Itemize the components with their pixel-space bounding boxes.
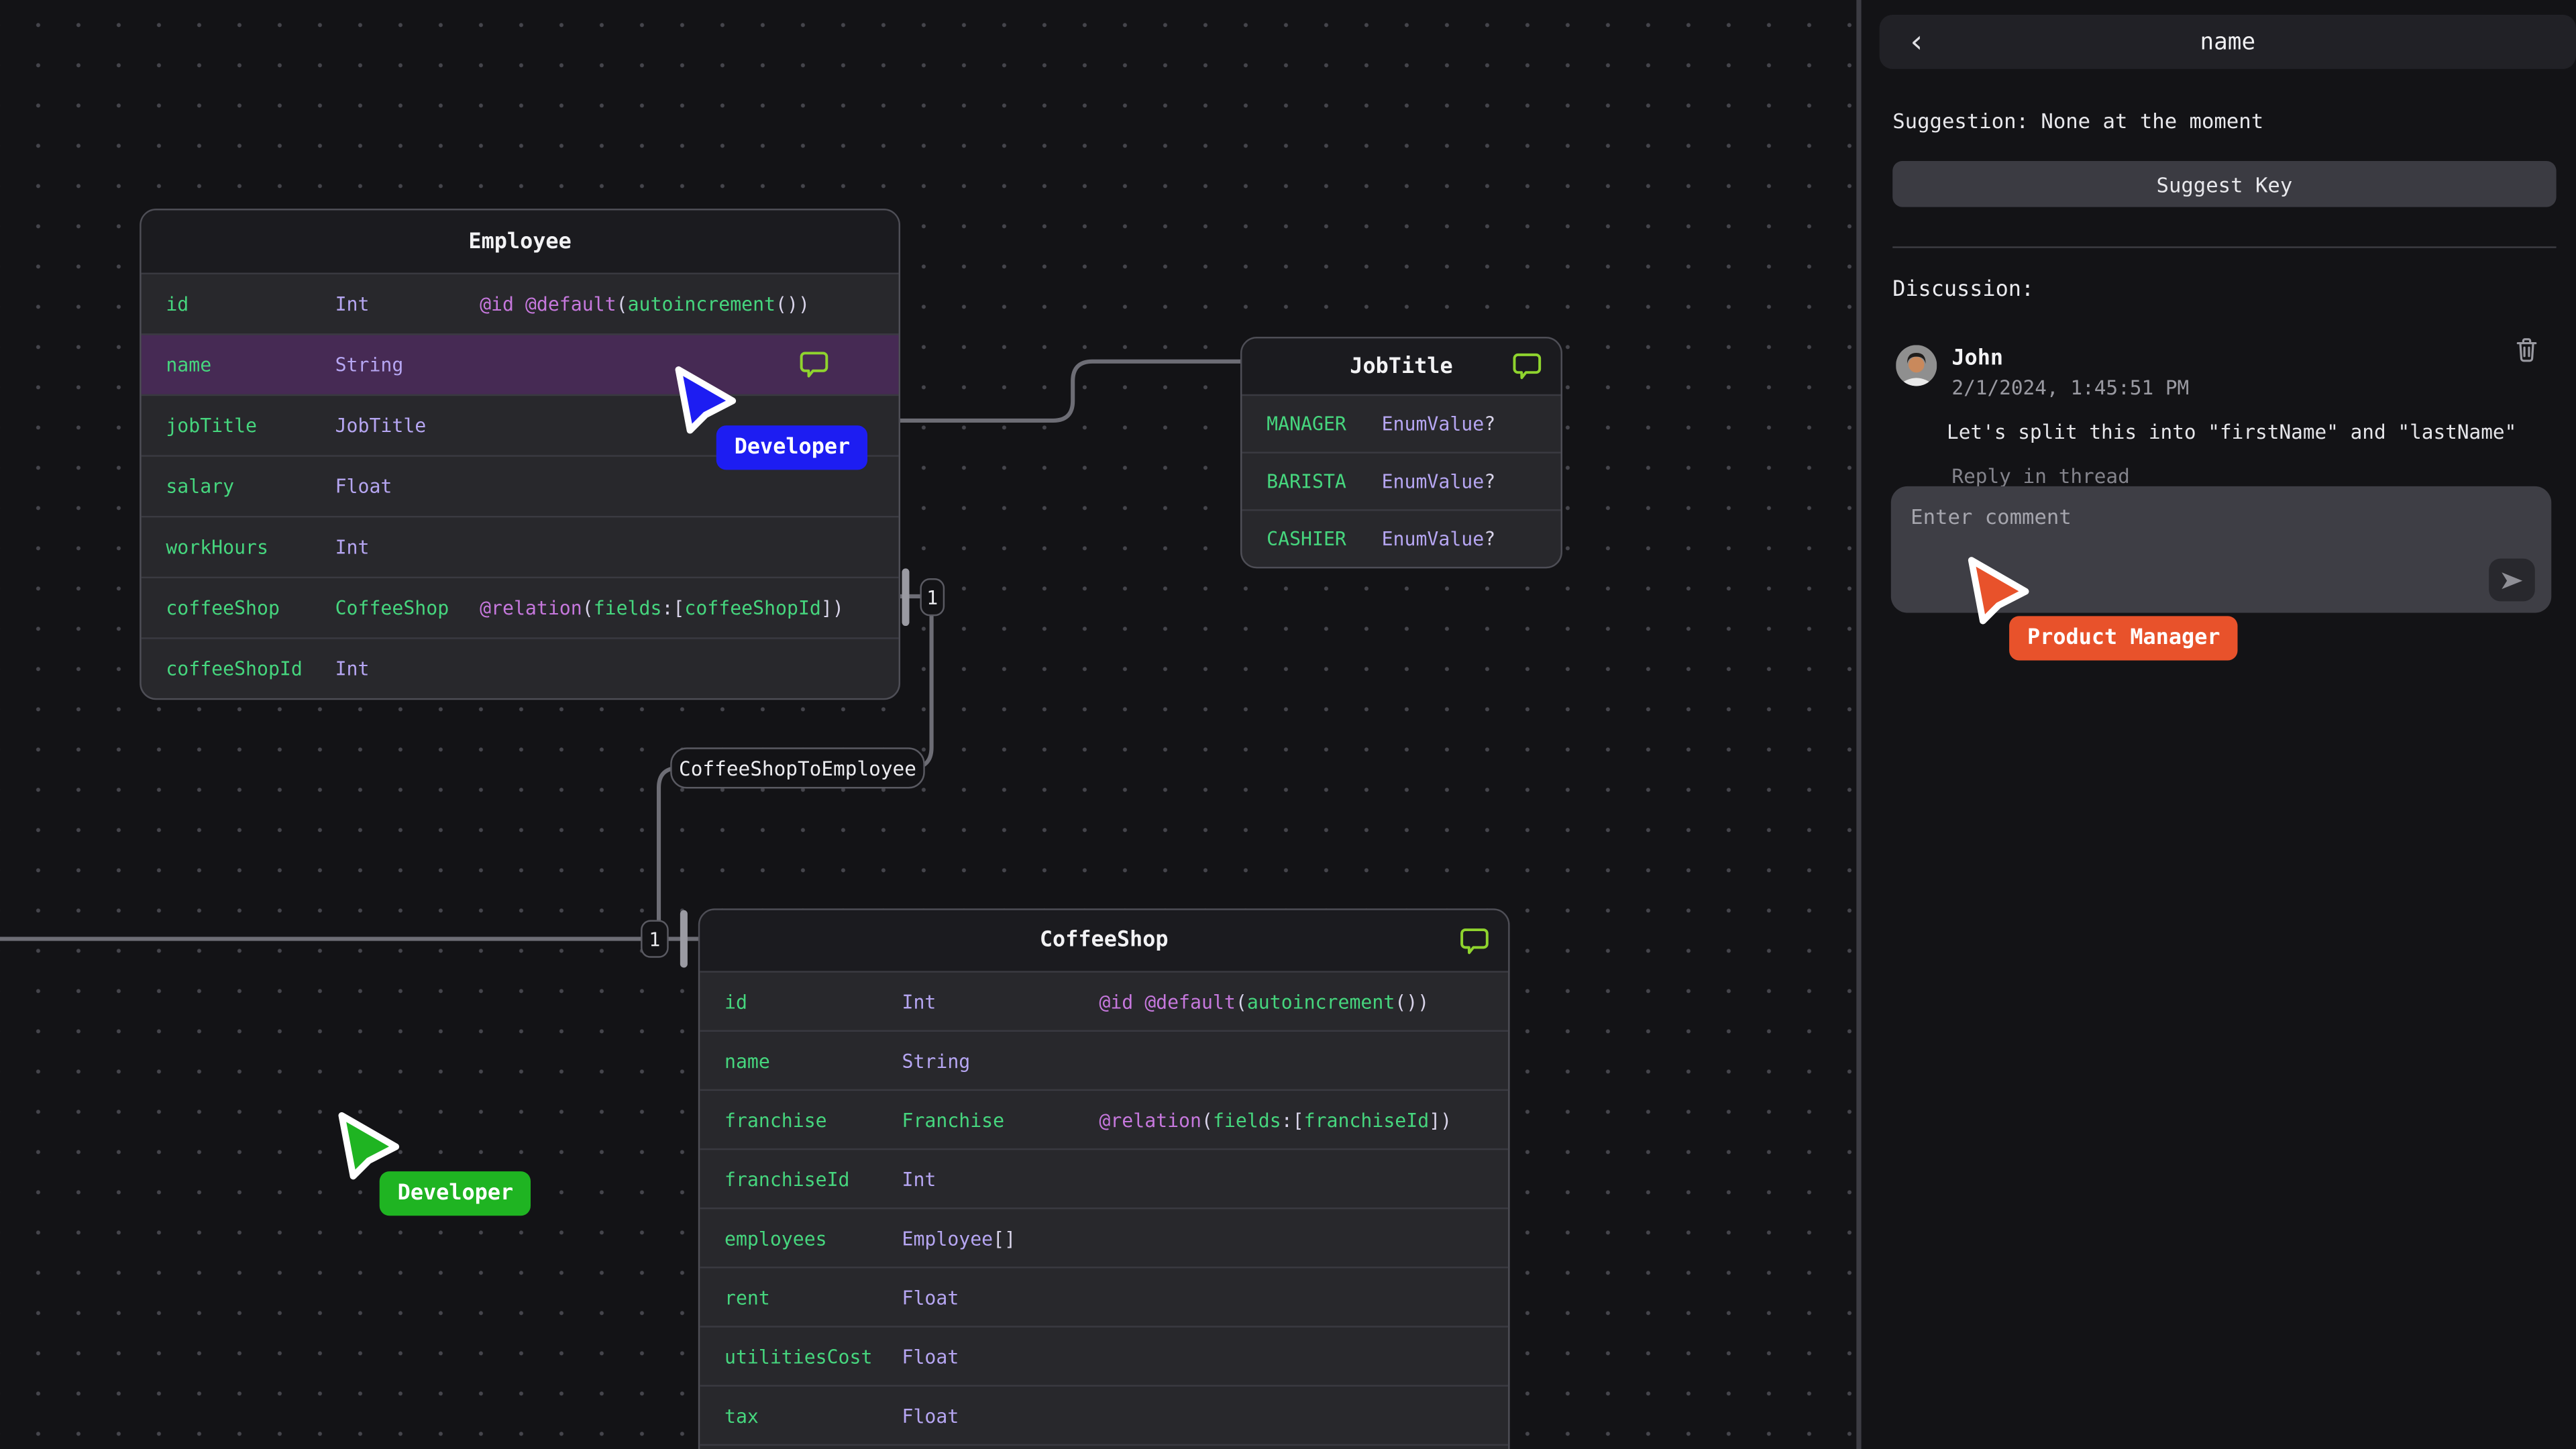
field-row-rent[interactable]: rent Float	[700, 1267, 1509, 1326]
send-comment-button[interactable]	[2489, 558, 2535, 602]
field-row[interactable]	[700, 1444, 1509, 1449]
field-row-franchise[interactable]: franchise Franchise @relation(fields:[fr…	[700, 1089, 1509, 1148]
wire-employee-jobtitle	[896, 359, 1243, 423]
cardinality-tick-employee	[902, 568, 910, 627]
speech-bubble-icon[interactable]	[1511, 351, 1543, 382]
field-row-utilitiesCost[interactable]: utilitiesCost Float	[700, 1326, 1509, 1385]
table-title: CoffeeShop	[700, 910, 1509, 971]
comment-text: Let's split this into "firstName" and "l…	[1947, 420, 2517, 444]
field-row-CASHIER[interactable]: CASHIER EnumValue?	[1242, 509, 1561, 567]
suggest-key-button[interactable]: Suggest Key	[1892, 161, 2557, 207]
field-row-workHours[interactable]: workHours Int	[141, 515, 899, 577]
relation-name-label[interactable]: CoffeeShopToEmployee	[670, 747, 925, 789]
comment-timestamp: 2/1/2024, 1:45:51 PM	[1951, 376, 2190, 400]
reply-in-thread-link[interactable]: Reply in thread	[1951, 465, 2130, 488]
back-button[interactable]: ‹	[1907, 23, 1927, 60]
user-photo-avatar	[1896, 345, 1937, 386]
panel-title: name	[2200, 28, 2256, 56]
panel-header: ‹ name	[1879, 15, 2576, 69]
cardinality-badge: 1	[641, 920, 669, 958]
table-title: JobTitle	[1242, 338, 1561, 394]
delete-comment-button[interactable]	[2515, 337, 2538, 363]
field-row-franchiseId[interactable]: franchiseId Int	[700, 1148, 1509, 1208]
suggestion-text: Suggestion: None at the moment	[1892, 108, 2264, 133]
discussion-heading: Discussion:	[1892, 277, 2035, 303]
field-row-id[interactable]: id Int @id @default(autoincrement())	[141, 272, 899, 334]
cardinality-badge: 1	[920, 578, 945, 616]
field-row-employees[interactable]: employees Employee[]	[700, 1208, 1509, 1267]
field-row-coffeeShopId[interactable]: coffeeShopId Int	[141, 637, 899, 698]
model-table-coffeeshop[interactable]: CoffeeShop id Int @id @default(autoincre…	[698, 908, 1510, 1449]
cursor-role-label: Product Manager	[2009, 616, 2239, 661]
comment-author: John	[1951, 346, 2004, 372]
table-title: Employee	[141, 210, 899, 273]
field-row-id[interactable]: id Int @id @default(autoincrement())	[700, 971, 1509, 1030]
cardinality-tick-coffeeshop	[680, 910, 688, 968]
schema-canvas[interactable]: Employee id Int @id @default(autoincreme…	[0, 0, 1858, 1449]
cursor-arrow-icon	[338, 1112, 400, 1180]
field-row-name[interactable]: name String	[700, 1030, 1509, 1089]
cursor-arrow-icon	[1968, 557, 2029, 625]
field-row-tax[interactable]: tax Float	[700, 1385, 1509, 1444]
cursor-arrow-icon	[675, 366, 737, 434]
cursor-role-label: Developer	[379, 1171, 532, 1216]
field-row-salary[interactable]: salary Float	[141, 455, 899, 516]
field-discussion-panel: ‹ name Suggestion: None at the moment Su…	[1861, 0, 2576, 1449]
panel-divider	[1856, 0, 1862, 1449]
field-row-MANAGER[interactable]: MANAGER EnumValue?	[1242, 394, 1561, 452]
wire-label-to-coffeeshop	[656, 765, 709, 922]
speech-bubble-icon[interactable]	[1459, 925, 1491, 957]
speech-bubble-icon[interactable]	[798, 349, 830, 380]
model-table-jobtitle[interactable]: JobTitle MANAGER EnumValue? BARISTA Enum…	[1240, 337, 1562, 569]
divider	[1892, 246, 2557, 248]
send-arrow-icon	[2502, 572, 2523, 588]
field-row-name[interactable]: name String	[141, 333, 899, 394]
field-row-BARISTA[interactable]: BARISTA EnumValue?	[1242, 451, 1561, 509]
field-row-jobTitle[interactable]: jobTitle JobTitle	[141, 394, 899, 455]
trash-icon	[2516, 338, 2537, 362]
field-row-coffeeShop[interactable]: coffeeShop CoffeeShop @relation(fields:[…	[141, 576, 899, 638]
cursor-role-label: Developer	[716, 425, 869, 470]
avatar	[1896, 345, 1937, 386]
